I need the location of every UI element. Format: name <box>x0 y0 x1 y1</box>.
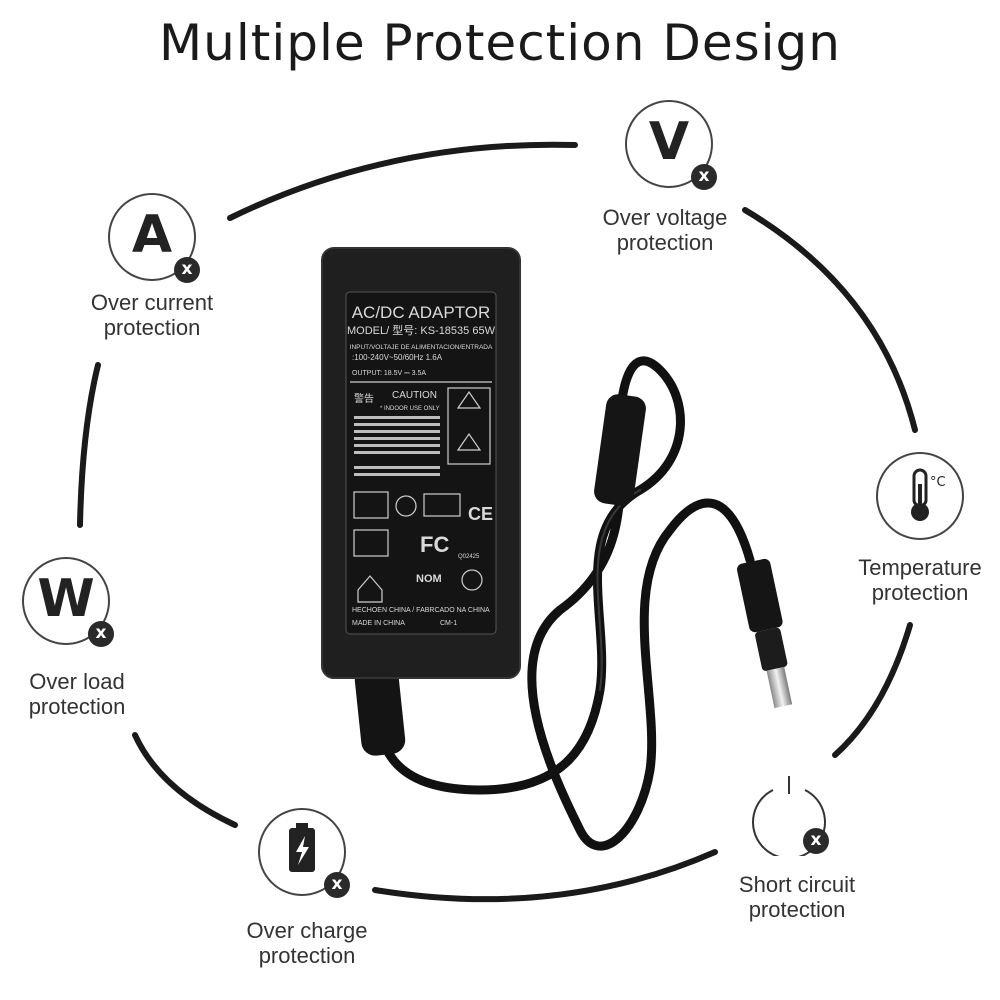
strain-relief <box>354 664 406 756</box>
charge-badge: x <box>258 808 350 898</box>
charge-label: Over charge protection <box>246 918 368 968</box>
cable-highlight <box>596 489 641 691</box>
short-label: Short circuit protection <box>738 872 856 922</box>
ring-arc-top <box>227 141 578 221</box>
load-icon: W <box>37 569 95 629</box>
thermometer-icon: °C <box>911 468 946 521</box>
adapter-heading: AC/DC ADAPTOR <box>352 303 491 322</box>
current-label: Over current protection <box>90 290 214 340</box>
ring-arc-bottom-left <box>132 732 238 828</box>
current-badge: A x <box>108 193 200 283</box>
adapter-output: OUTPUT: 18.5V ⎓ 3.5A <box>352 370 426 377</box>
load-badge: W x <box>22 557 114 647</box>
voltage-label: Over voltage protection <box>602 205 728 255</box>
adapter-made-line1: HECHOEN CHINA / FABRCADO NA CHINA <box>352 607 490 614</box>
adapter-fc-logo: FC <box>420 532 449 557</box>
ring-arc-left <box>77 362 101 528</box>
adapter-illustration: AC/DC ADAPTOR MODEL/ 型号: KS-18535 65W IN… <box>321 247 793 851</box>
ring-arc-bottom-right <box>372 849 718 903</box>
close-x-icon: x <box>88 621 114 647</box>
load-label: Over load protection <box>28 669 126 719</box>
svg-text:°C: °C <box>930 475 946 490</box>
adapter-ce-logo: CE <box>468 504 493 524</box>
voltage-badge: V x <box>625 100 717 190</box>
voltage-icon: V <box>648 112 690 172</box>
current-icon: A <box>131 205 173 265</box>
adapter-indoor: * INDOOR USE ONLY <box>380 406 440 412</box>
ring-arc-top-right <box>742 207 918 433</box>
close-x-icon: x <box>174 257 200 283</box>
ring-arc-right <box>832 622 913 758</box>
adapter-caution: CAUTION <box>392 390 437 401</box>
adapter-label-panel <box>345 291 497 635</box>
adapter-input-label: INPUT/VOLTAJE DE ALIMENTACION/ENTRADA <box>350 344 493 351</box>
dc-plug-icon <box>737 558 793 708</box>
close-x-icon: x <box>324 872 350 898</box>
adapter-input-value: :100-240V~50/60Hz 1.6A <box>352 353 443 362</box>
adapter-nom-logo: NOM <box>416 573 442 585</box>
adapter-cm: CM-1 <box>440 620 457 627</box>
close-x-icon: x <box>691 164 717 190</box>
adapter-q-code: Q02425 <box>458 554 480 560</box>
page-title: Multiple Protection Design <box>159 14 841 72</box>
ferrite-bead <box>594 394 646 506</box>
battery-icon <box>289 823 315 872</box>
adapter-made-line2: MADE IN CHINA <box>352 620 405 627</box>
temperature-badge: °C <box>876 452 964 540</box>
adapter-model: MODEL/ 型号: KS-18535 65W <box>347 323 496 337</box>
short-badge: x <box>745 770 833 860</box>
adapter-caution-cn: 警告 <box>354 392 374 405</box>
temperature-label: Temperature protection <box>858 555 982 605</box>
close-x-icon: x <box>803 828 829 854</box>
